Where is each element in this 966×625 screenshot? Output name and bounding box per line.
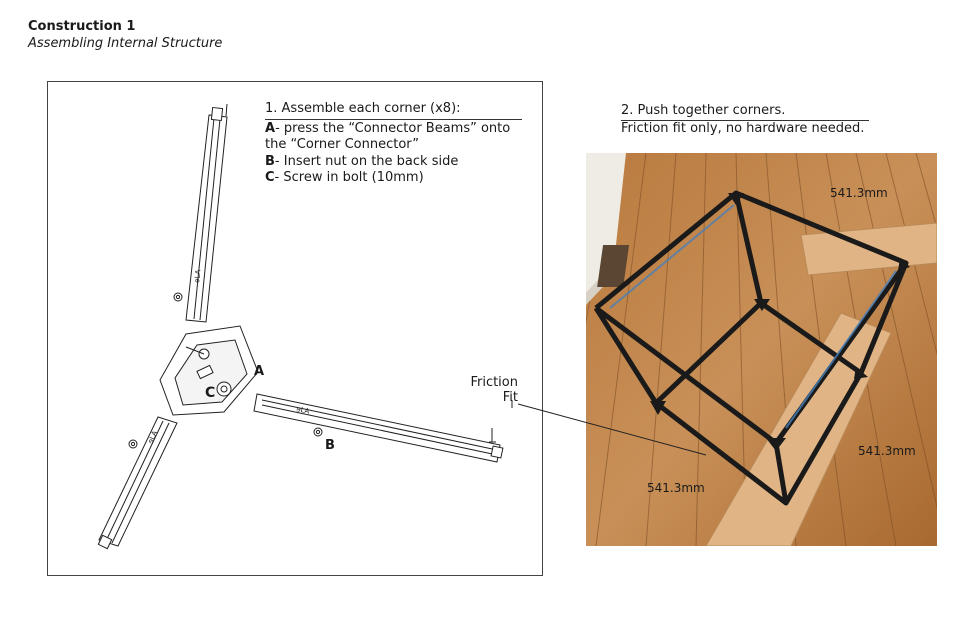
step-2-heading: 2. Push together corners. <box>621 103 869 121</box>
lower-connector-beam <box>97 416 178 550</box>
assembly-diagram-panel <box>47 81 543 576</box>
frame-photo-drawing <box>586 153 937 546</box>
label-c: C <box>205 385 216 401</box>
label-b: B <box>325 438 335 453</box>
label-a: A <box>254 364 265 379</box>
assembled-frame-photo <box>586 153 937 546</box>
step-2-note: Friction fit only, no hardware needed. <box>621 121 865 136</box>
upper-beam-mark: ɘLA <box>193 269 202 283</box>
corner-connector <box>159 325 259 416</box>
step-1-item-c: C- Screw in bolt (10mm) <box>265 170 424 185</box>
step-2-instructions: 2. Push together corners. Friction fit o… <box>621 103 869 137</box>
measurement-front: 541.3mm <box>647 481 705 495</box>
step-1-item-b: B- Insert nut on the back side <box>265 153 459 169</box>
step-1-instructions: 1. Assemble each corner (x8): A- press t… <box>265 101 522 187</box>
step-1-heading: 1. Assemble each corner (x8): <box>265 101 522 120</box>
right-connector-beam <box>253 393 504 463</box>
measurement-top: 541.3mm <box>830 186 888 200</box>
page-title: Construction 1 <box>28 19 136 34</box>
right-beam-mark: ɘLA <box>296 405 311 416</box>
step-1-item-a: A- press the “Connector Beams” onto the … <box>265 120 511 153</box>
page-subtitle: Assembling Internal Structure <box>28 36 223 51</box>
measurement-right: 541.3mm <box>858 444 916 458</box>
friction-fit-label: Friction Fit <box>470 375 518 405</box>
upper-connector-beam <box>185 103 228 323</box>
